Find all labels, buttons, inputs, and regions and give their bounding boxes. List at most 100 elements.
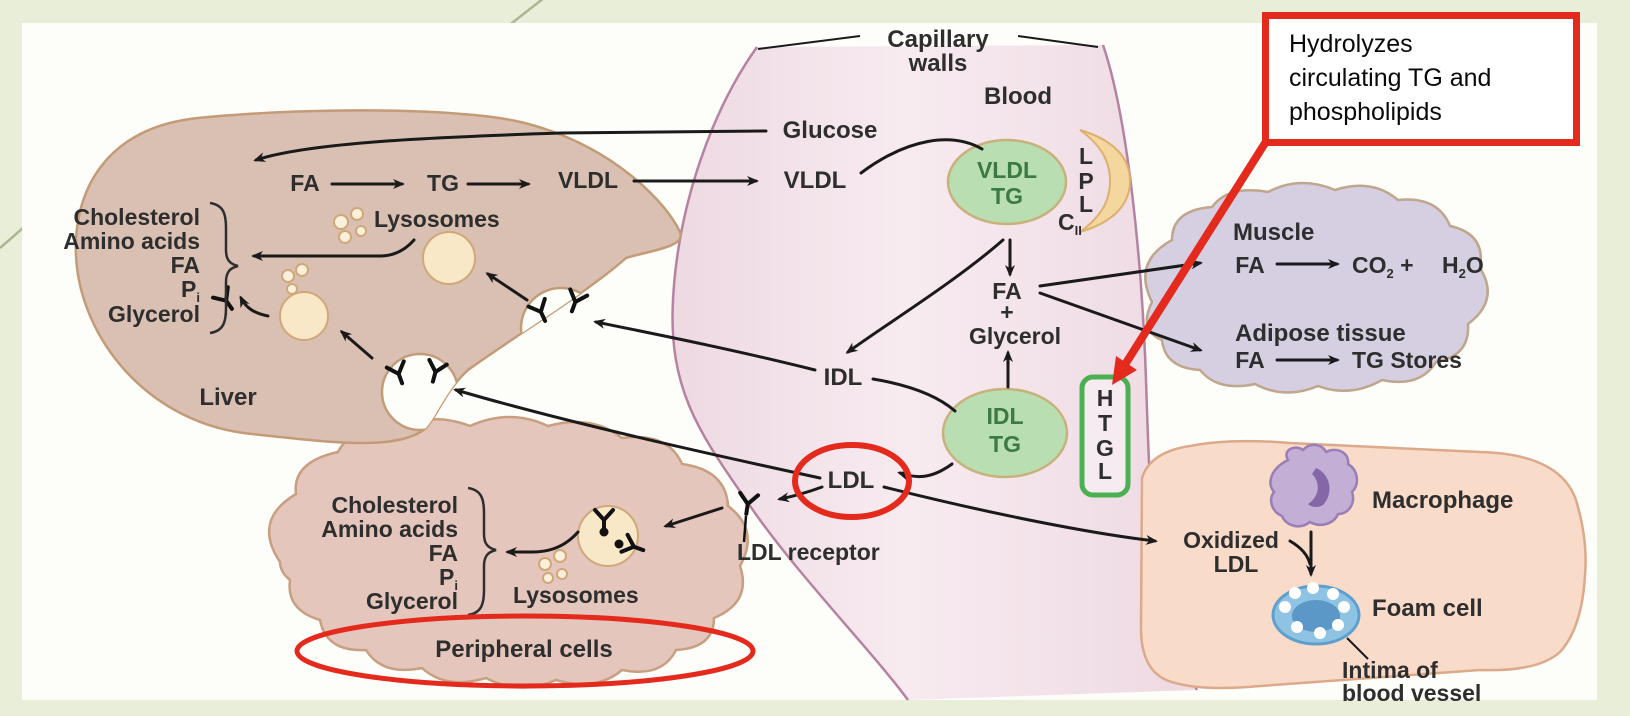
capillary-wall-left <box>671 46 910 701</box>
h2o-label: H2O <box>1442 252 1484 281</box>
muscle-fa-label: FA <box>1235 252 1264 278</box>
capillary-walls-label: Capillary <box>887 26 989 53</box>
receptor-icons <box>211 285 761 561</box>
apoc2-label: CII <box>1058 209 1082 238</box>
liver-product-cholesterol: Cholesterol <box>73 204 200 230</box>
blood-vldl-label: VLDL <box>784 167 847 194</box>
liver-product-amino-acids: Amino acids <box>63 228 200 254</box>
liver-label: Liver <box>199 384 256 411</box>
liver-fa-label: FA <box>290 170 319 196</box>
intima-label2: blood vessel <box>1342 680 1481 706</box>
particle-vldl-text: VLDL <box>977 157 1037 183</box>
plus-sign: + <box>1000 299 1013 325</box>
particle-idl-text: IDL <box>986 403 1023 429</box>
tg-stores-label: TG Stores <box>1352 347 1462 373</box>
htgl-letter: H <box>1097 385 1114 411</box>
periph-product-amino-acids: Amino acids <box>321 516 458 542</box>
arrow-vesicle-to-products <box>239 295 270 318</box>
capillary-blood-region <box>671 35 1199 701</box>
arrow-pit-to-lysosome <box>485 272 529 302</box>
blood-fa-label: FA <box>992 278 1021 304</box>
arrow-ldl-to-oxidized <box>882 485 1158 545</box>
connector-idl-particle <box>871 377 957 413</box>
vldl-tg-particle <box>946 138 1068 226</box>
capillary-leader-left <box>757 35 861 50</box>
macrophage-icon <box>1269 443 1359 528</box>
peripheral-products-brace <box>467 486 497 617</box>
macrophage-label: Macrophage <box>1372 487 1513 514</box>
blood-label: Blood <box>984 83 1052 110</box>
ldl-highlight-ellipse <box>792 442 912 520</box>
red-callout-arrow-line <box>1122 137 1271 366</box>
liver-products-brace <box>209 201 239 335</box>
lpl-crescent-icon <box>1079 129 1132 233</box>
liver-product-glycerol: Glycerol <box>108 301 200 327</box>
arrow-receptor-to-endosome <box>663 506 724 529</box>
intima-region <box>1139 439 1587 690</box>
liver-product-pi: Pi <box>181 276 200 305</box>
glycerol-label: Glycerol <box>969 323 1061 349</box>
glucose-label: Glucose <box>783 117 878 144</box>
callout-line: circulating TG and <box>1289 64 1492 92</box>
htgl-letter: T <box>1098 410 1112 436</box>
arrow-idl-to-liver <box>593 318 817 372</box>
arrow-endosome-to-products <box>505 530 580 557</box>
htgl-letter: G <box>1096 435 1114 461</box>
bound-ldl-dot <box>614 539 624 549</box>
arrow-lysosome-to-products <box>251 238 416 261</box>
red-callout-arrowhead <box>1112 356 1137 385</box>
peripheral-cells-label: Peripheral cells <box>435 636 612 663</box>
arrow-idl-to-ldl <box>897 462 954 481</box>
lpl-letter: P <box>1078 168 1093 194</box>
co2-h2o-label: CO2 + <box>1352 252 1414 281</box>
liver-vldl-label: VLDL <box>558 167 618 193</box>
intima-label1: Intima of <box>1342 657 1438 683</box>
arrow-fa-to-adipose <box>1038 291 1203 352</box>
ldl-receptor-leader <box>742 515 748 543</box>
idl-tg-particle <box>941 387 1069 479</box>
htgl-letter: L <box>1098 458 1112 484</box>
arrow-fa-to-muscle <box>1038 259 1203 288</box>
muscle-label: Muscle <box>1233 219 1314 246</box>
particle-idl-tg-text: TG <box>989 431 1021 457</box>
capillary-walls-label2: walls <box>908 50 968 77</box>
periph-product-fa: FA <box>429 540 458 566</box>
periph-product-glycerol: Glycerol <box>366 588 458 614</box>
callout-line: phospholipids <box>1289 98 1442 126</box>
bound-ldl-dot <box>599 527 609 537</box>
idl-label: IDL <box>824 364 863 391</box>
lpl-letter: L <box>1079 143 1093 169</box>
muscle-adipose-cloud <box>1144 181 1489 394</box>
periph-product-pi: Pi <box>439 564 458 593</box>
foam-cell-leader <box>1346 637 1369 660</box>
ldl-receptor-label: LDL receptor <box>737 539 880 565</box>
adipose-fa-label: FA <box>1235 347 1264 373</box>
peripheral-highlight-ellipse <box>294 613 756 689</box>
oxidized-ldl-label2: LDL <box>1214 551 1259 577</box>
htgl-highlight-box <box>1079 374 1131 498</box>
periph-product-cholesterol: Cholesterol <box>331 492 458 518</box>
foam-cell-label: Foam cell <box>1372 595 1483 622</box>
callout-line: Hydrolyzes <box>1289 30 1413 58</box>
foam-cell-icon <box>1271 582 1361 646</box>
adipose-label: Adipose tissue <box>1235 320 1406 347</box>
arrow-glucose-to-fa <box>253 129 768 162</box>
figure-labels: Capillary walls Blood Glucose VLDL FA TG… <box>63 26 1513 706</box>
arrow-ldl-to-liver <box>453 387 822 480</box>
arrow-pit-to-vesicle <box>339 330 374 360</box>
ldl-label: LDL <box>828 467 875 494</box>
liver-tg-label: TG <box>427 170 459 196</box>
connector-vldl-particle <box>859 138 984 175</box>
lpl-letter: L <box>1079 191 1093 217</box>
arrow-vldl-to-idl <box>845 238 1005 354</box>
pathway-arrows <box>239 129 1369 660</box>
liver-lysosomes-label: Lysosomes <box>374 206 500 232</box>
particle-tg-text: TG <box>991 183 1023 209</box>
red-annotations <box>294 137 1271 689</box>
liver-lysosome-vesicles <box>279 207 476 341</box>
hydrolyzes-callout-box: Hydrolyzes circulating TG and phospholip… <box>1262 12 1580 146</box>
capillary-leader-right <box>1017 35 1099 48</box>
oxidized-ldl-label: Oxidized <box>1183 527 1279 553</box>
periph-lysosomes-label: Lysosomes <box>513 582 639 608</box>
